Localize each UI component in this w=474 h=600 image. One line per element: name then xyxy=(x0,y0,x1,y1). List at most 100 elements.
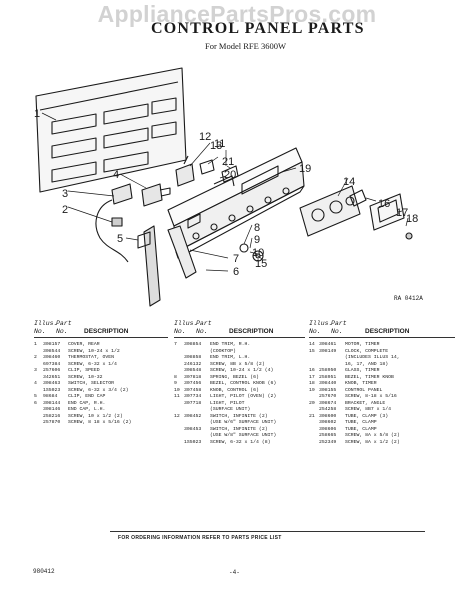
part-description: END TRIM, R.H. xyxy=(210,342,251,347)
callout-11: 11 xyxy=(214,138,225,150)
part-number: 246132 xyxy=(184,361,202,367)
item-number: 14 xyxy=(309,342,315,347)
infinite-switch-part xyxy=(175,155,195,187)
header-no: No. xyxy=(56,328,68,335)
callout-20: 20 xyxy=(224,169,236,181)
item-number: 16 xyxy=(309,368,315,373)
column-header: Illus. Part No. No. DESCRIPTION xyxy=(309,320,459,342)
callout-10: 10 xyxy=(252,247,264,259)
part-description: SPRING, BEZEL (6) xyxy=(210,374,259,380)
callout-15: 15 xyxy=(255,258,267,270)
part-number: 307456 xyxy=(184,381,202,386)
item-number: 10 xyxy=(174,387,180,393)
item-number: 12 xyxy=(174,413,180,419)
part-number: 257606 xyxy=(43,368,61,373)
end-cap-clip-part xyxy=(137,231,151,249)
header-illus: Illus. xyxy=(174,320,198,327)
part-description: KNOB, CONTROL (6) xyxy=(210,387,259,393)
part-description: MOTOR, TIMER xyxy=(345,342,380,347)
callout-7: 7 xyxy=(233,253,239,265)
part-number: 308674 xyxy=(319,400,337,406)
part-number: 308602 xyxy=(319,420,337,425)
part-description: SCREW, 8A x 1/2 (2) xyxy=(345,439,400,445)
part-description: SWITCH, INFINITE (2) xyxy=(210,413,268,419)
part-number: 98684 xyxy=(43,394,58,399)
item-number: 20 xyxy=(309,400,315,406)
item-number: 1 xyxy=(34,342,37,347)
part-description: SCREW, 8B x 5/8 (2) xyxy=(210,361,265,367)
part-description: TUBE, CLAMP (3) xyxy=(345,413,389,419)
part-number: 308155 xyxy=(319,387,337,393)
header-illus: Illus. xyxy=(34,320,58,327)
header-rule xyxy=(309,337,455,338)
callout-19: 19 xyxy=(299,163,311,175)
tube-clamp-part xyxy=(221,165,239,183)
part-description: CLIP, END CAP xyxy=(68,394,106,399)
part-number: 257670 xyxy=(319,394,337,399)
part-number: 258951 xyxy=(319,374,337,380)
watermark: AppliancePartsPros.com xyxy=(97,1,377,27)
part-description: END TRIM, L.H. xyxy=(210,355,251,360)
selector-switch-part xyxy=(141,183,171,207)
page-title: CONTROL PANEL PARTS xyxy=(151,20,365,37)
header-no: No. xyxy=(309,328,321,335)
part-description: TUBE, CLAMP xyxy=(345,426,377,432)
part-number: 1S5023 xyxy=(184,439,202,445)
end-cap-part xyxy=(143,225,161,307)
part-number: 307458 xyxy=(184,387,202,393)
part-number: 258950 xyxy=(319,368,337,373)
part-number: 697384 xyxy=(43,361,61,367)
callout-4: 4 xyxy=(113,169,119,181)
callout-9: 9 xyxy=(254,234,260,246)
part-description: TUBE, CLAMP xyxy=(345,420,377,425)
header-description: DESCRIPTION xyxy=(365,328,410,335)
table-row: 308602 TUBE, CLAMP xyxy=(309,420,459,427)
part-number: 342651 xyxy=(43,374,61,380)
callout-13: 13 xyxy=(210,140,222,152)
part-description: END CAP, R.H. xyxy=(68,400,106,406)
header-no: No. xyxy=(331,328,343,335)
table-row: (COOKTOP) xyxy=(174,349,309,356)
part-number: 308144 xyxy=(43,400,61,406)
callout-14: 14 xyxy=(343,176,355,188)
header-rule xyxy=(34,337,168,338)
page-subtitle: For Model RFE 3600W xyxy=(205,41,286,51)
table-row: 308858 END TRIM, L.H. xyxy=(174,355,309,362)
part-number: 308858 xyxy=(184,355,202,360)
part-number: 308854 xyxy=(184,342,202,347)
part-description: (COOKTOP) xyxy=(210,348,236,354)
callout-8: 8 xyxy=(254,222,260,234)
part-number: 308440 xyxy=(319,381,337,386)
item-number: 18 xyxy=(309,381,315,386)
item-number: 9 xyxy=(174,381,177,386)
part-number: 308463 xyxy=(43,381,61,386)
part-description: GLASS, TIMER xyxy=(345,368,380,373)
clock-timer-part xyxy=(299,185,413,240)
part-number: 308548 xyxy=(184,368,202,373)
item-number: 8 xyxy=(174,374,177,380)
item-number: 21 xyxy=(309,413,315,419)
part-number: 254258 xyxy=(319,407,337,412)
part-number: 307734 xyxy=(184,394,202,399)
control-panel-part xyxy=(167,147,305,259)
part-number: 307718 xyxy=(184,400,202,406)
header-part: Part xyxy=(331,320,347,327)
